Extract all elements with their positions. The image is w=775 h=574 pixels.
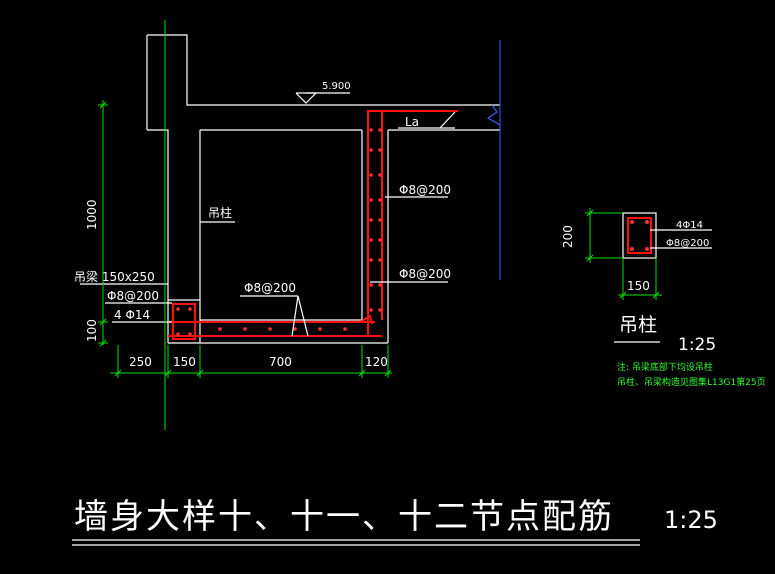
slab-rebar-label: Φ8@200: [244, 281, 296, 295]
dim-bottom-4: 120: [365, 355, 388, 369]
column-dim-height: 200: [561, 225, 575, 248]
dim-bottom-1: 250: [129, 355, 152, 369]
anchorage-label: La: [405, 115, 419, 129]
elevation-label: 5.900: [322, 81, 351, 92]
column-note-1: 注: 吊梁底部下均设吊柱: [617, 361, 713, 373]
hanger-column-leader: 吊柱: [200, 205, 235, 223]
column-stirrup-label: Φ8@200: [666, 238, 709, 249]
column-section-scale: 1:25: [678, 335, 716, 355]
drawing-scale: 1:25: [664, 506, 718, 534]
rebar: [168, 110, 458, 340]
elevation-marker: 5.900: [295, 81, 351, 104]
drawing-title: 墙身大样十、十一、十二节点配筋: [74, 497, 614, 537]
drawing-title-block: 墙身大样十、十一、十二节点配筋 1:25: [72, 497, 718, 546]
hanging-beam-label: 吊梁 150x250: [74, 269, 155, 284]
column-section-title: 吊柱: [619, 314, 657, 336]
dim-bottom-2: 150: [173, 355, 196, 369]
column-section: 4Φ14 Φ8@200 200 150 吊柱 1:25 注: 吊梁底部下均设吊柱…: [561, 208, 766, 388]
break-line: [486, 104, 501, 130]
wall-rebar-bottom-label: Φ8@200: [399, 267, 451, 281]
hanging-beam-leaders: 吊梁 150x250 Φ8@200 4 Φ14: [74, 269, 172, 323]
column-bars-label: 4Φ14: [676, 220, 703, 231]
anchorage-leader: La: [398, 111, 456, 129]
wall-rebar-top-label: Φ8@200: [399, 183, 451, 197]
rebar-dots: [176, 128, 382, 336]
dimension-lines: [98, 20, 392, 430]
column-note-2: 吊柱、吊梁构造见图集L13G1第25页: [617, 376, 766, 388]
dim-slab-label: 100: [85, 319, 99, 342]
slab-rebar-leader: Φ8@200: [240, 281, 309, 337]
wall-rebar-leaders: Φ8@200 Φ8@200: [370, 183, 451, 283]
dim-bottom-3: 700: [269, 355, 292, 369]
hanging-beam-stirrup-label: Φ8@200: [107, 289, 159, 303]
dim-height-label: 1000: [85, 199, 99, 230]
hanger-column-label: 吊柱: [208, 205, 232, 220]
hanging-beam-bars-label: 4 Φ14: [114, 308, 150, 322]
column-dim-width: 150: [627, 279, 650, 293]
